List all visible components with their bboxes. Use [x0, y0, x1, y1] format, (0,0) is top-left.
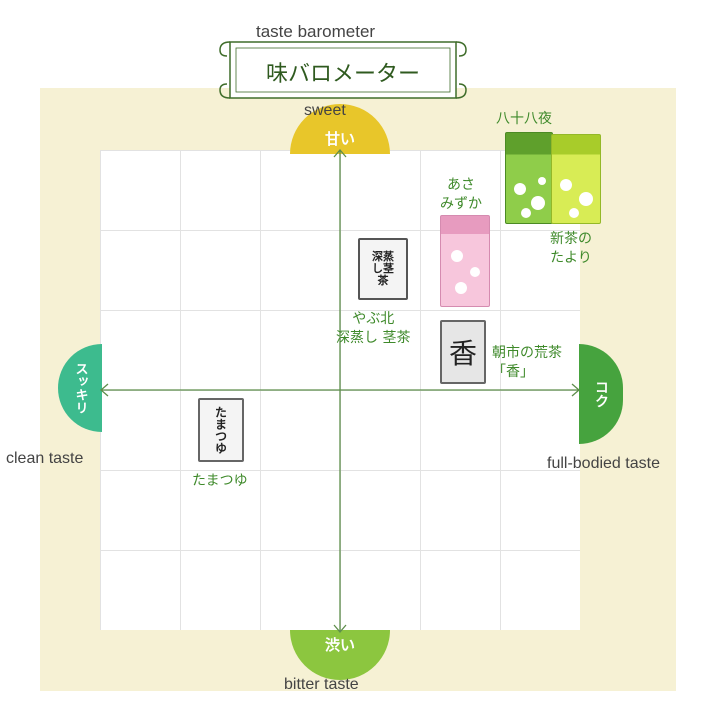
shincha-label-line1: 新茶の — [550, 231, 592, 247]
yabukita-label: やぶ北 深蒸し 茎茶 — [336, 310, 410, 348]
tamatsuyu-package: たまつゆ — [198, 398, 244, 462]
title-scroll-banner — [219, 41, 467, 99]
asaichi-label-line1: 朝市の荒茶 — [492, 345, 562, 361]
hachijuhachiya-flower-icon — [514, 177, 546, 218]
clean-en-label: clean taste — [6, 450, 84, 467]
hachijuhachiya-package — [505, 132, 553, 224]
shincha-no-tayori-label: 新茶の たより — [550, 230, 592, 268]
sweet-jp-label: 甘い — [324, 130, 355, 148]
asamizuka-flower-icon — [451, 250, 480, 294]
sweet-en-label: sweet — [304, 102, 346, 119]
fullbodied-jp-label: コク — [593, 380, 609, 408]
yabukita-label-line2: 深蒸し 茎茶 — [336, 330, 411, 346]
bitter-en-label: bitter taste — [284, 676, 359, 693]
asaichi-label: 朝市の荒茶 「香」 — [492, 344, 562, 382]
japanese-title: 味バロメーター — [265, 62, 420, 87]
asaichi-package-text: 香 — [448, 337, 477, 370]
yabukita-package-text: 深蒸し茎茶 — [372, 250, 394, 287]
asamizuka-label-line2: みずか — [440, 196, 482, 212]
shincha-no-tayori-package — [551, 134, 601, 224]
asamizuka-label: あさ みずか — [440, 176, 482, 214]
english-title: taste barometer — [256, 22, 376, 41]
shincha-flower-icon — [560, 179, 593, 218]
asamizuka-label-line1: あさ — [447, 177, 475, 193]
hachijuhachiya-label: 八十八夜 — [496, 111, 552, 127]
bitter-jp-label: 渋い — [324, 636, 355, 654]
tamatsuyu-package-text: たまつゆ — [213, 406, 228, 454]
asamizuka-package — [440, 215, 490, 307]
clean-jp-label: スッキリ — [72, 362, 88, 414]
yabukita-label-line1: やぶ北 — [352, 311, 395, 327]
shincha-label-line2: たより — [550, 250, 592, 266]
tamatsuyu-label: たまつゆ — [192, 473, 248, 489]
yabukita-package: 深蒸し茎茶 — [358, 238, 408, 300]
fullbodied-en-label: full-bodied taste — [547, 455, 660, 472]
asaichi-label-line2: 「香」 — [492, 364, 534, 380]
asaichi-package: 香 — [440, 320, 486, 384]
